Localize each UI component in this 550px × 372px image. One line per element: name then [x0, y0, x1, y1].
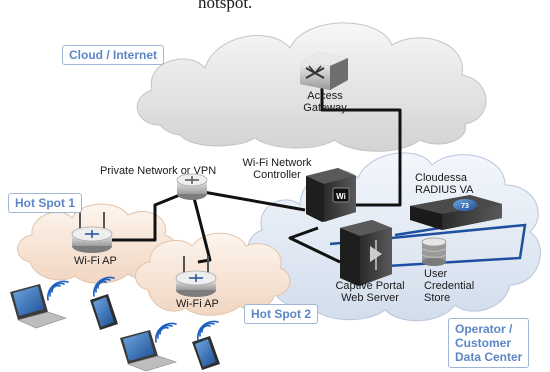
private-network-label: Private Network or VPN	[100, 165, 217, 177]
cable-vpn-to-controller	[191, 188, 306, 212]
captive-portal-label: Captive Portal Web Server	[330, 280, 410, 304]
wifi-ap-1-label: Wi-Fi AP	[74, 255, 117, 267]
access-gateway-label: Access Gateway	[295, 90, 355, 114]
access-gateway-router-icon	[300, 52, 348, 90]
operator-datacenter-label: Operator / Customer Data Center	[448, 318, 530, 368]
credential-store-label-line-3: Store	[424, 292, 451, 304]
operator-label-line-1: Operator /	[455, 322, 513, 336]
access-gateway-label-line-1: Access	[307, 90, 343, 102]
wifi-controller-server-icon: Wi	[306, 168, 356, 222]
captive-portal-label-line-2: Web Server	[341, 292, 399, 304]
svg-text:Wi: Wi	[336, 192, 346, 201]
database-icon	[421, 237, 447, 266]
cloud-internet-label: Cloud / Internet	[62, 45, 164, 65]
vpn-router-icon	[176, 173, 208, 200]
operator-label-line-2: Customer	[455, 336, 512, 350]
captive-portal-server-icon	[340, 220, 392, 286]
cable-controller-to-portal	[288, 226, 341, 264]
laptop-icon	[10, 284, 67, 329]
cloud-internet-zone	[136, 22, 487, 152]
captive-portal-label-line-1: Captive Portal	[335, 280, 405, 292]
wifi-controller-label-line-1: Wi-Fi Network	[242, 157, 312, 169]
wifi-signal-icon	[47, 276, 219, 343]
credential-store-label: User Credential Store	[424, 268, 474, 304]
wifi-controller-label-line-2: Controller	[253, 169, 301, 181]
tablet-icon	[192, 336, 220, 370]
radius-label-line-2: RADIUS VA	[415, 184, 474, 196]
tablet-icon	[90, 294, 118, 330]
svg-text:73: 73	[461, 203, 469, 210]
cable-gateway-to-controller	[320, 75, 402, 207]
wifi-ap-2-router-icon	[175, 256, 217, 297]
access-gateway-label-line-2: Gateway	[303, 102, 347, 114]
cable-vpn-to-ap1	[112, 188, 193, 242]
cable-vpn-to-ap2	[190, 189, 212, 264]
wifi-ap-1-router-icon	[71, 212, 113, 253]
hotspot-2-label: Hot Spot 2	[244, 304, 318, 324]
wifi-controller-label: Wi-Fi Network Controller	[232, 157, 322, 181]
laptop-icon	[120, 330, 177, 372]
wifi-ap-2-label: Wi-Fi AP	[176, 298, 219, 310]
radius-rack-server-icon: 73	[410, 195, 502, 230]
radius-label: Cloudessa RADIUS VA	[415, 172, 473, 196]
top-caption: hotspot.	[198, 0, 253, 12]
credential-store-label-line-1: User	[424, 268, 448, 280]
operator-label-line-3: Data Center	[455, 350, 523, 364]
radius-label-line-1: Cloudessa	[415, 172, 467, 184]
network-cables	[112, 75, 402, 264]
credential-store-label-line-2: Credential	[424, 280, 475, 292]
hotspot-1-label: Hot Spot 1	[8, 193, 82, 213]
